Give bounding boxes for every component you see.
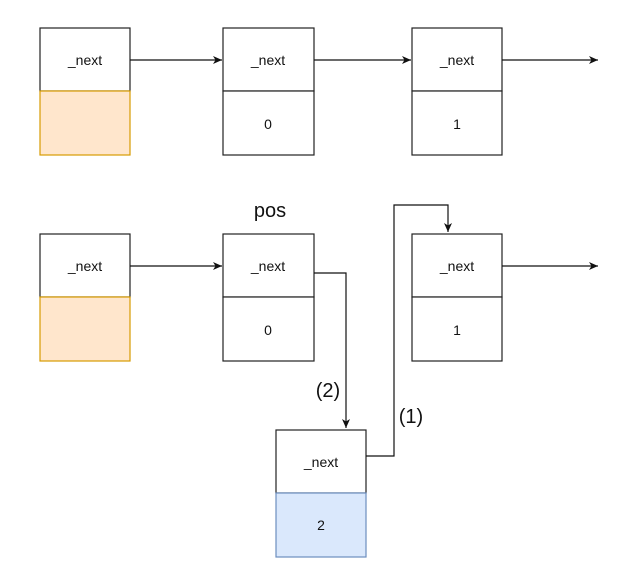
- new-node-value-cell: [275, 492, 367, 558]
- step1-label: (1): [399, 406, 423, 428]
- row1-node-0-next-cell: [222, 27, 315, 92]
- row1-node-0-value-cell: [222, 90, 315, 156]
- row2-node-0-value: 0: [264, 322, 272, 338]
- row1-node-0-value: 0: [264, 116, 272, 132]
- row2-node-1: _next 1: [411, 233, 503, 362]
- row2-sentinel-next-label: _next: [67, 258, 102, 274]
- row1-node-1-value-cell: [411, 90, 503, 156]
- pos-label: pos: [254, 200, 286, 222]
- row2-node-1-value-cell: [411, 296, 503, 362]
- new-node-value: 2: [317, 517, 325, 533]
- row1-node-1-next-label: _next: [439, 52, 474, 68]
- new-node-2: _next 2: [275, 429, 367, 558]
- row1-node-1-value: 1: [453, 116, 461, 132]
- row2-node-1-next-label: _next: [439, 258, 474, 274]
- new-node-next-cell: [275, 429, 367, 494]
- row1-node-0-next-label: _next: [250, 52, 285, 68]
- step2-arrow-pos-to-new: [314, 272, 350, 428]
- step2-label: (2): [316, 380, 340, 402]
- row1-sentinel-next-cell: [39, 27, 131, 92]
- row1-sentinel-value-cell: [39, 90, 131, 156]
- row2-sentinel-node: _next: [39, 233, 131, 362]
- row2-node-1-next-cell: [411, 233, 503, 298]
- row2-node-1-value: 1: [453, 322, 461, 338]
- row2-sentinel-value-cell: [39, 296, 131, 362]
- row2-node-0: _next 0: [222, 233, 315, 362]
- row2-node-0-next-label: _next: [250, 258, 285, 274]
- row1-node-0: _next 0: [222, 27, 315, 156]
- step1-arrow-new-to-node1: [366, 204, 452, 457]
- new-node-next-label: _next: [303, 454, 338, 470]
- row1-sentinel-node: _next: [39, 27, 131, 156]
- row2-node-0-next-cell: [222, 233, 315, 298]
- row2-node-0-value-cell: [222, 296, 315, 362]
- row1-sentinel-next-label: _next: [67, 52, 102, 68]
- row1-node-1: _next 1: [411, 27, 503, 156]
